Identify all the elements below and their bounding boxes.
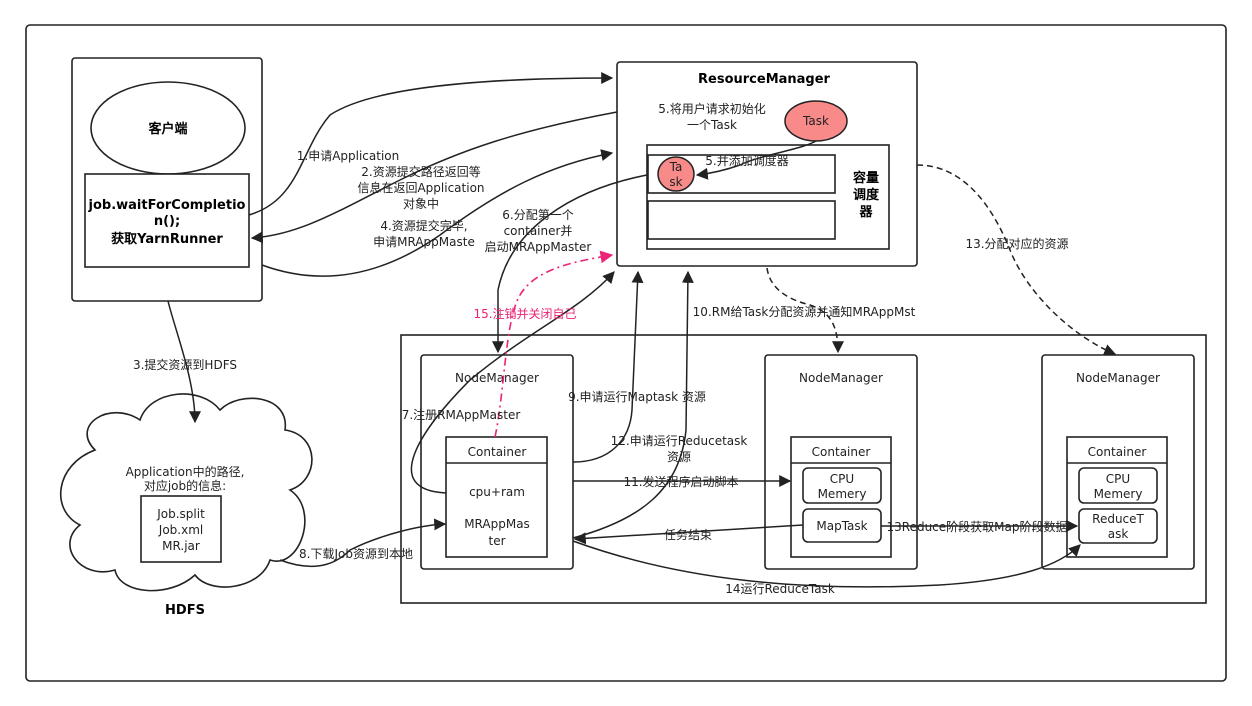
scheduler-label-line-3: 器	[858, 205, 873, 220]
rm-note-line-1: 5.将用户请求初始化	[658, 101, 765, 116]
step-12-line-2: 资源	[667, 450, 691, 464]
arrow-unregister	[494, 250, 614, 438]
nm3-reducetask-box	[1078, 508, 1158, 544]
client-title: 客户端	[148, 121, 187, 137]
resource-manager-title: ResourceManager	[698, 72, 831, 87]
nm3-reducetask-line-1: ReduceT	[1092, 512, 1144, 526]
nm2-cpu-box	[802, 467, 882, 504]
nm3-cpu-line-1: CPU	[1106, 472, 1130, 486]
task-end-label: 任务结束	[664, 527, 712, 542]
node-manager-2: NodeManager Container CPU Memery MapTask	[764, 354, 918, 570]
node-manager-3: NodeManager Container CPU Memery ReduceT…	[1041, 354, 1195, 570]
code-box	[84, 173, 250, 268]
arrow-rm-allocate	[766, 267, 844, 354]
step-2-line-3: 对象中	[403, 196, 439, 211]
scheduler-queue-2	[647, 200, 836, 240]
step-6-line-2: container并	[504, 224, 573, 238]
arrow-apply-application	[248, 72, 614, 216]
queued-task-line-1: Ta	[669, 160, 683, 174]
nm2-container-label: Container	[812, 445, 871, 459]
arrow-download-job	[279, 518, 447, 568]
queued-task-node	[657, 156, 695, 192]
node-manager-3-title: NodeManager	[1076, 371, 1160, 385]
step-11-label: 11.发送程序启动脚本	[623, 474, 738, 489]
arrow-return-path	[250, 111, 618, 244]
nm1-app-master-line-1: MRAppMas	[464, 517, 530, 531]
scheduler-label-line-2: 调度	[853, 187, 880, 203]
step-4-line-1: 4.资源提交完毕,	[380, 218, 467, 233]
arrow-allocate-resource	[916, 164, 1117, 356]
hdfs-desc-line-2: 对应job的信息:	[144, 478, 226, 493]
node-manager-1: NodeManager Container cpu+ram MRAppMas t…	[420, 354, 574, 570]
nm3-container-label: Container	[1088, 445, 1147, 459]
step-3-label: 3.提交资源到HDFS	[133, 357, 237, 372]
hdfs-file-2: Job.xml	[158, 523, 203, 537]
step-7-label: 7.注册RMAppMaster	[402, 407, 521, 422]
hdfs-file-3: MR.jar	[162, 539, 200, 553]
step-14-label: 14运行ReduceTask	[725, 582, 835, 596]
arrow-request-app-master	[261, 149, 614, 277]
nm1-resource-label: cpu+ram	[469, 485, 525, 499]
arrow-request-maptask	[572, 270, 644, 463]
hdfs-file-1: Job.split	[156, 507, 205, 521]
nm3-cpu-line-2: Memery	[1094, 487, 1143, 501]
client-panel: 客户端 job.waitForCompletio n(); 获取YarnRunn…	[71, 57, 263, 302]
step-2-line-2: 信息在返回Application	[357, 180, 484, 195]
step-12-line-1: 12.申请运行Reducetask	[611, 434, 748, 448]
nm2-maptask-label: MapTask	[816, 519, 867, 533]
arrow-allocate-container	[492, 174, 648, 354]
step-6-line-1: 6.分配第一个	[502, 208, 573, 222]
step-6-line-3: 启动MRAppMaster	[485, 240, 592, 254]
code-line-1: job.waitForCompletio	[88, 198, 246, 213]
step-9-label: 9.申请运行Maptask 资源	[568, 390, 706, 404]
scheduler-step-label: 5.并添加调度器	[705, 153, 788, 168]
step-13-reduce-label: 13Reduce阶段获取Map阶段数据	[887, 519, 1068, 534]
arrow-task-end	[573, 524, 804, 545]
nm1-container-label: Container	[468, 445, 527, 459]
queued-task-line-2: sk	[669, 175, 682, 189]
step-4-line-2: 申请MRAppMaste	[373, 235, 475, 249]
step-13-allocate-label: 13.分配对应的资源	[965, 236, 1068, 251]
hdfs-cloud: Application中的路径, 对应job的信息: Job.split Job…	[59, 393, 313, 618]
hdfs-desc-line-1: Application中的路径,	[126, 464, 245, 479]
code-line-2: n();	[154, 214, 180, 229]
nm2-cpu-line-1: CPU	[830, 472, 854, 486]
nm3-cpu-box	[1078, 467, 1158, 504]
step-15-label: 15.注销并关闭自己	[473, 306, 576, 321]
step-2-line-1: 2.资源提交路径返回等	[361, 164, 480, 179]
step-10-label: 10.RM给Task分配资源并通知MRAppMst	[693, 305, 916, 319]
task-label: Task	[802, 114, 829, 128]
hdfs-files-box	[140, 495, 222, 563]
step-8-label: 8.下载Job资源到本地	[299, 547, 413, 561]
arrow-submit-to-hdfs	[167, 300, 201, 424]
nm2-cpu-line-2: Memery	[818, 487, 867, 501]
arrow-run-reducetask	[572, 540, 1081, 588]
nm3-reducetask-line-2: ask	[1108, 527, 1129, 541]
rm-note-line-2: 一个Task	[687, 118, 737, 132]
arrow-register-app-master	[410, 271, 615, 494]
arrow-request-reducetask	[572, 270, 694, 539]
resource-manager-panel: ResourceManager 5.将用户请求初始化 一个Task Task T…	[616, 61, 918, 267]
step-1-label: 1.申请Application	[297, 149, 400, 163]
arrow-add-to-scheduler	[695, 140, 817, 180]
code-line-3: 获取YarnRunner	[111, 231, 223, 247]
nm1-app-master-line-2: ter	[488, 534, 505, 548]
nm1-container	[445, 436, 548, 558]
scheduler-label-line-1: 容量	[852, 170, 879, 186]
node-manager-2-title: NodeManager	[799, 371, 883, 385]
hdfs-title: HDFS	[165, 603, 205, 618]
